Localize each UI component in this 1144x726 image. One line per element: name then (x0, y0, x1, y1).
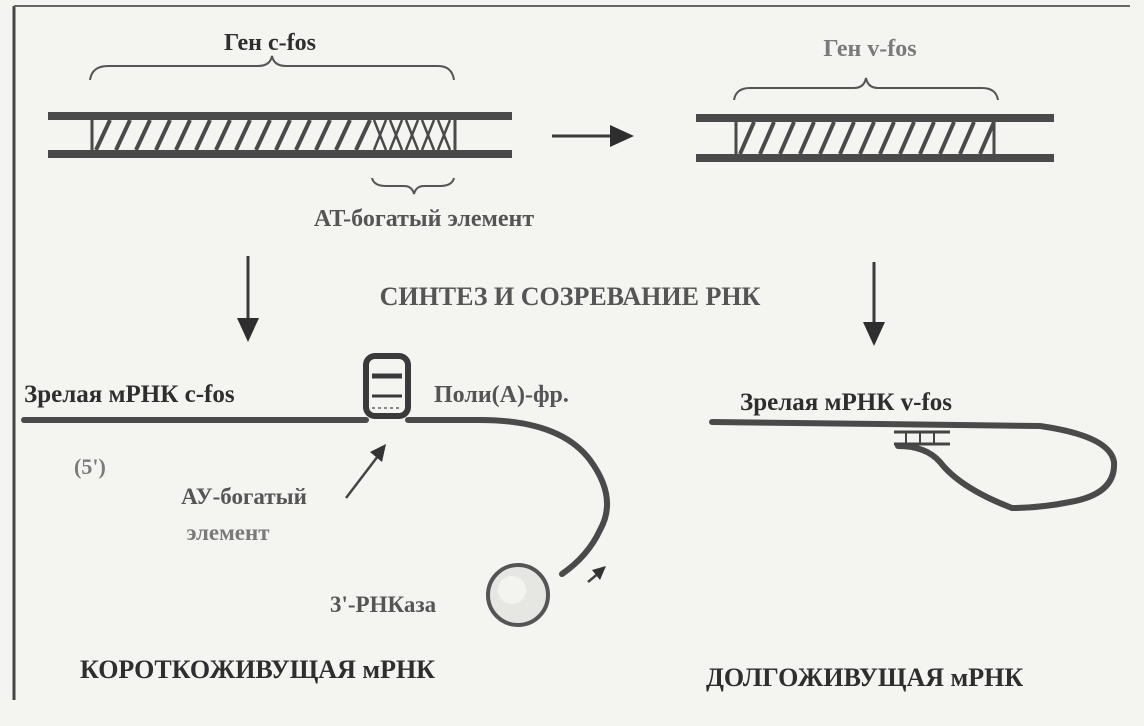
synthesis-label: СИНТЕЗ И СОЗРЕВАНИЕ РНК (380, 282, 761, 311)
cfos-hatch-stroke (154, 119, 172, 151)
gene-vfos-label: Ген v-fos (823, 36, 916, 62)
mrna-cfos-strand (21, 417, 610, 577)
vfos-hatch-stroke (738, 121, 756, 155)
gene-cfos-label: Ген с-fos (224, 30, 316, 56)
cfos-at-cross-stroke (372, 119, 388, 151)
long-lived-label: ДОЛГОЖИВУЩАЯ мРНК (706, 663, 1023, 692)
rnase-arrow (587, 566, 606, 583)
mrna-vfos-strand (709, 419, 1118, 511)
vfos-hatch-stroke (838, 121, 856, 155)
cfos-hatch-stroke (274, 119, 292, 151)
cfos-hatch-stroke (134, 119, 152, 151)
cfos-hatch-stroke (114, 119, 132, 151)
cfos-hatch-stroke (94, 119, 112, 151)
cfos-at-cross-stroke (420, 119, 436, 151)
mrna-cfos-label: Зрелая мРНК с-fos (24, 381, 235, 408)
vfos-hatch-stroke (758, 121, 776, 155)
cfos-at-cross-stroke (388, 119, 404, 151)
cfos-hatch-stroke (354, 119, 372, 151)
cfos-at-cross-stroke (436, 119, 452, 151)
gene-cfos-dna (48, 112, 512, 158)
gene-vfos-brace (733, 77, 999, 101)
cfos-hatch-stroke (174, 119, 192, 151)
at-element-label: AT-богатый элемент (314, 206, 535, 232)
vfos-hatch-stroke (798, 121, 816, 155)
cfos-hatch-stroke (254, 119, 272, 151)
vfos-hatch-stroke (778, 121, 796, 155)
vfos-hatch-stroke (898, 121, 916, 155)
vfos-au-element (894, 430, 950, 446)
gene-cfos-brace (89, 55, 455, 81)
left-down-arrow (237, 256, 259, 342)
vfos-hatch-stroke (918, 121, 936, 155)
rnase-circle (486, 563, 550, 627)
au-element-label-line2: элемент (186, 520, 270, 545)
polya-label: Поли(А)-фр. (434, 382, 569, 408)
cfos-hatch-stroke (294, 119, 312, 151)
gene-transition-arrow (552, 125, 634, 147)
vfos-hatch-stroke (938, 121, 956, 155)
five-prime-label: (5') (74, 454, 106, 479)
cfos-hatch-stroke (334, 119, 352, 151)
au-element-label-line1: АУ-богатый (181, 484, 307, 509)
cfos-at-cross-stroke (404, 119, 420, 151)
cfos-hatch-stroke (314, 119, 332, 151)
short-lived-label: КОРОТКОЖИВУЩАЯ мРНК (80, 655, 435, 684)
au-hairpin (363, 353, 411, 419)
cfos-hatch-stroke (194, 119, 212, 151)
vfos-hatch-stroke (958, 121, 976, 155)
cfos-hatch-stroke (214, 119, 232, 151)
vfos-hatch-stroke (858, 121, 876, 155)
cfos-hatch-stroke (234, 119, 252, 151)
vfos-hatch-stroke (818, 121, 836, 155)
gene-vfos-dna (696, 114, 1054, 162)
au-element-arrow (345, 444, 386, 499)
rnase-label: 3'-РНКаза (330, 592, 437, 617)
vfos-hatch-stroke (978, 121, 996, 155)
vfos-hatch-stroke (878, 121, 896, 155)
right-down-arrow (863, 262, 885, 346)
mrna-vfos-label: Зрелая мРНК v-fos (740, 389, 952, 416)
at-element-brace (371, 177, 455, 195)
